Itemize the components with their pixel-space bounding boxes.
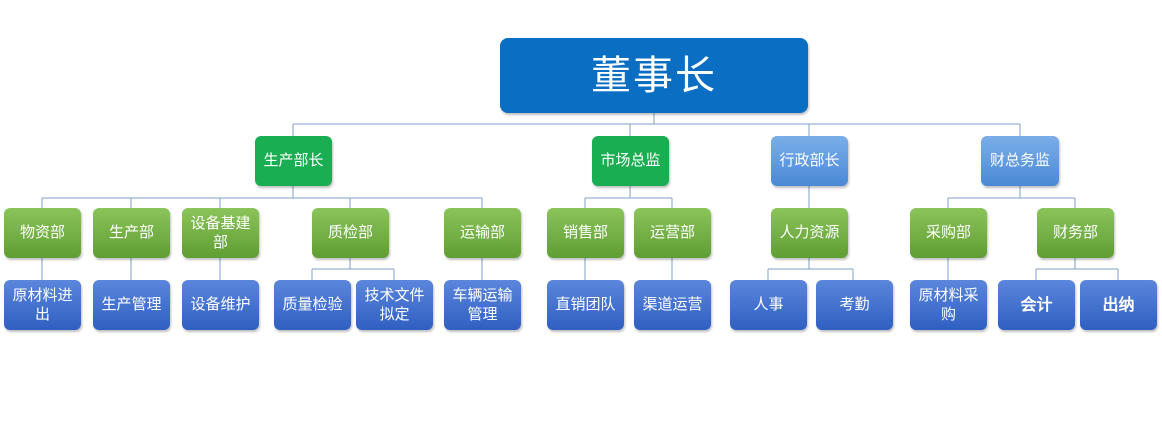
node-material-inout: 原材料进出 — [4, 280, 81, 330]
node-finance-director: 财总务监 — [981, 136, 1059, 186]
node-materials-dept: 物资部 — [4, 208, 81, 258]
node-equipment-dept: 设备基建部 — [182, 208, 259, 258]
node-material-purchase: 原材料采购 — [910, 280, 987, 330]
node-production-dept: 生产部 — [93, 208, 170, 258]
node-purchasing-dept: 采购部 — [910, 208, 987, 258]
node-vehicle-transport: 车辆运输管理 — [444, 280, 521, 330]
node-sales-dept: 销售部 — [547, 208, 624, 258]
node-tech-docs: 技术文件拟定 — [356, 280, 433, 330]
node-production-head: 生产部长 — [255, 136, 332, 186]
node-operations-dept: 运营部 — [634, 208, 711, 258]
node-attendance: 考勤 — [816, 280, 893, 330]
node-chairman: 董事长 — [500, 38, 808, 113]
node-quality-inspection: 质量检验 — [274, 280, 351, 330]
node-equipment-maintenance: 设备维护 — [182, 280, 259, 330]
node-production-management: 生产管理 — [93, 280, 170, 330]
node-admin-head: 行政部长 — [771, 136, 848, 186]
node-personnel: 人事 — [730, 280, 807, 330]
node-qc-dept: 质检部 — [312, 208, 389, 258]
node-hr-dept: 人力资源 — [771, 208, 848, 258]
node-direct-sales: 直销团队 — [547, 280, 624, 330]
node-channel-operations: 渠道运营 — [634, 280, 711, 330]
node-cashier: 出纳 — [1080, 280, 1157, 330]
node-accounting: 会计 — [998, 280, 1075, 330]
node-marketing-director: 市场总监 — [592, 136, 669, 186]
node-finance-dept: 财务部 — [1037, 208, 1114, 258]
node-transport-dept: 运输部 — [444, 208, 521, 258]
